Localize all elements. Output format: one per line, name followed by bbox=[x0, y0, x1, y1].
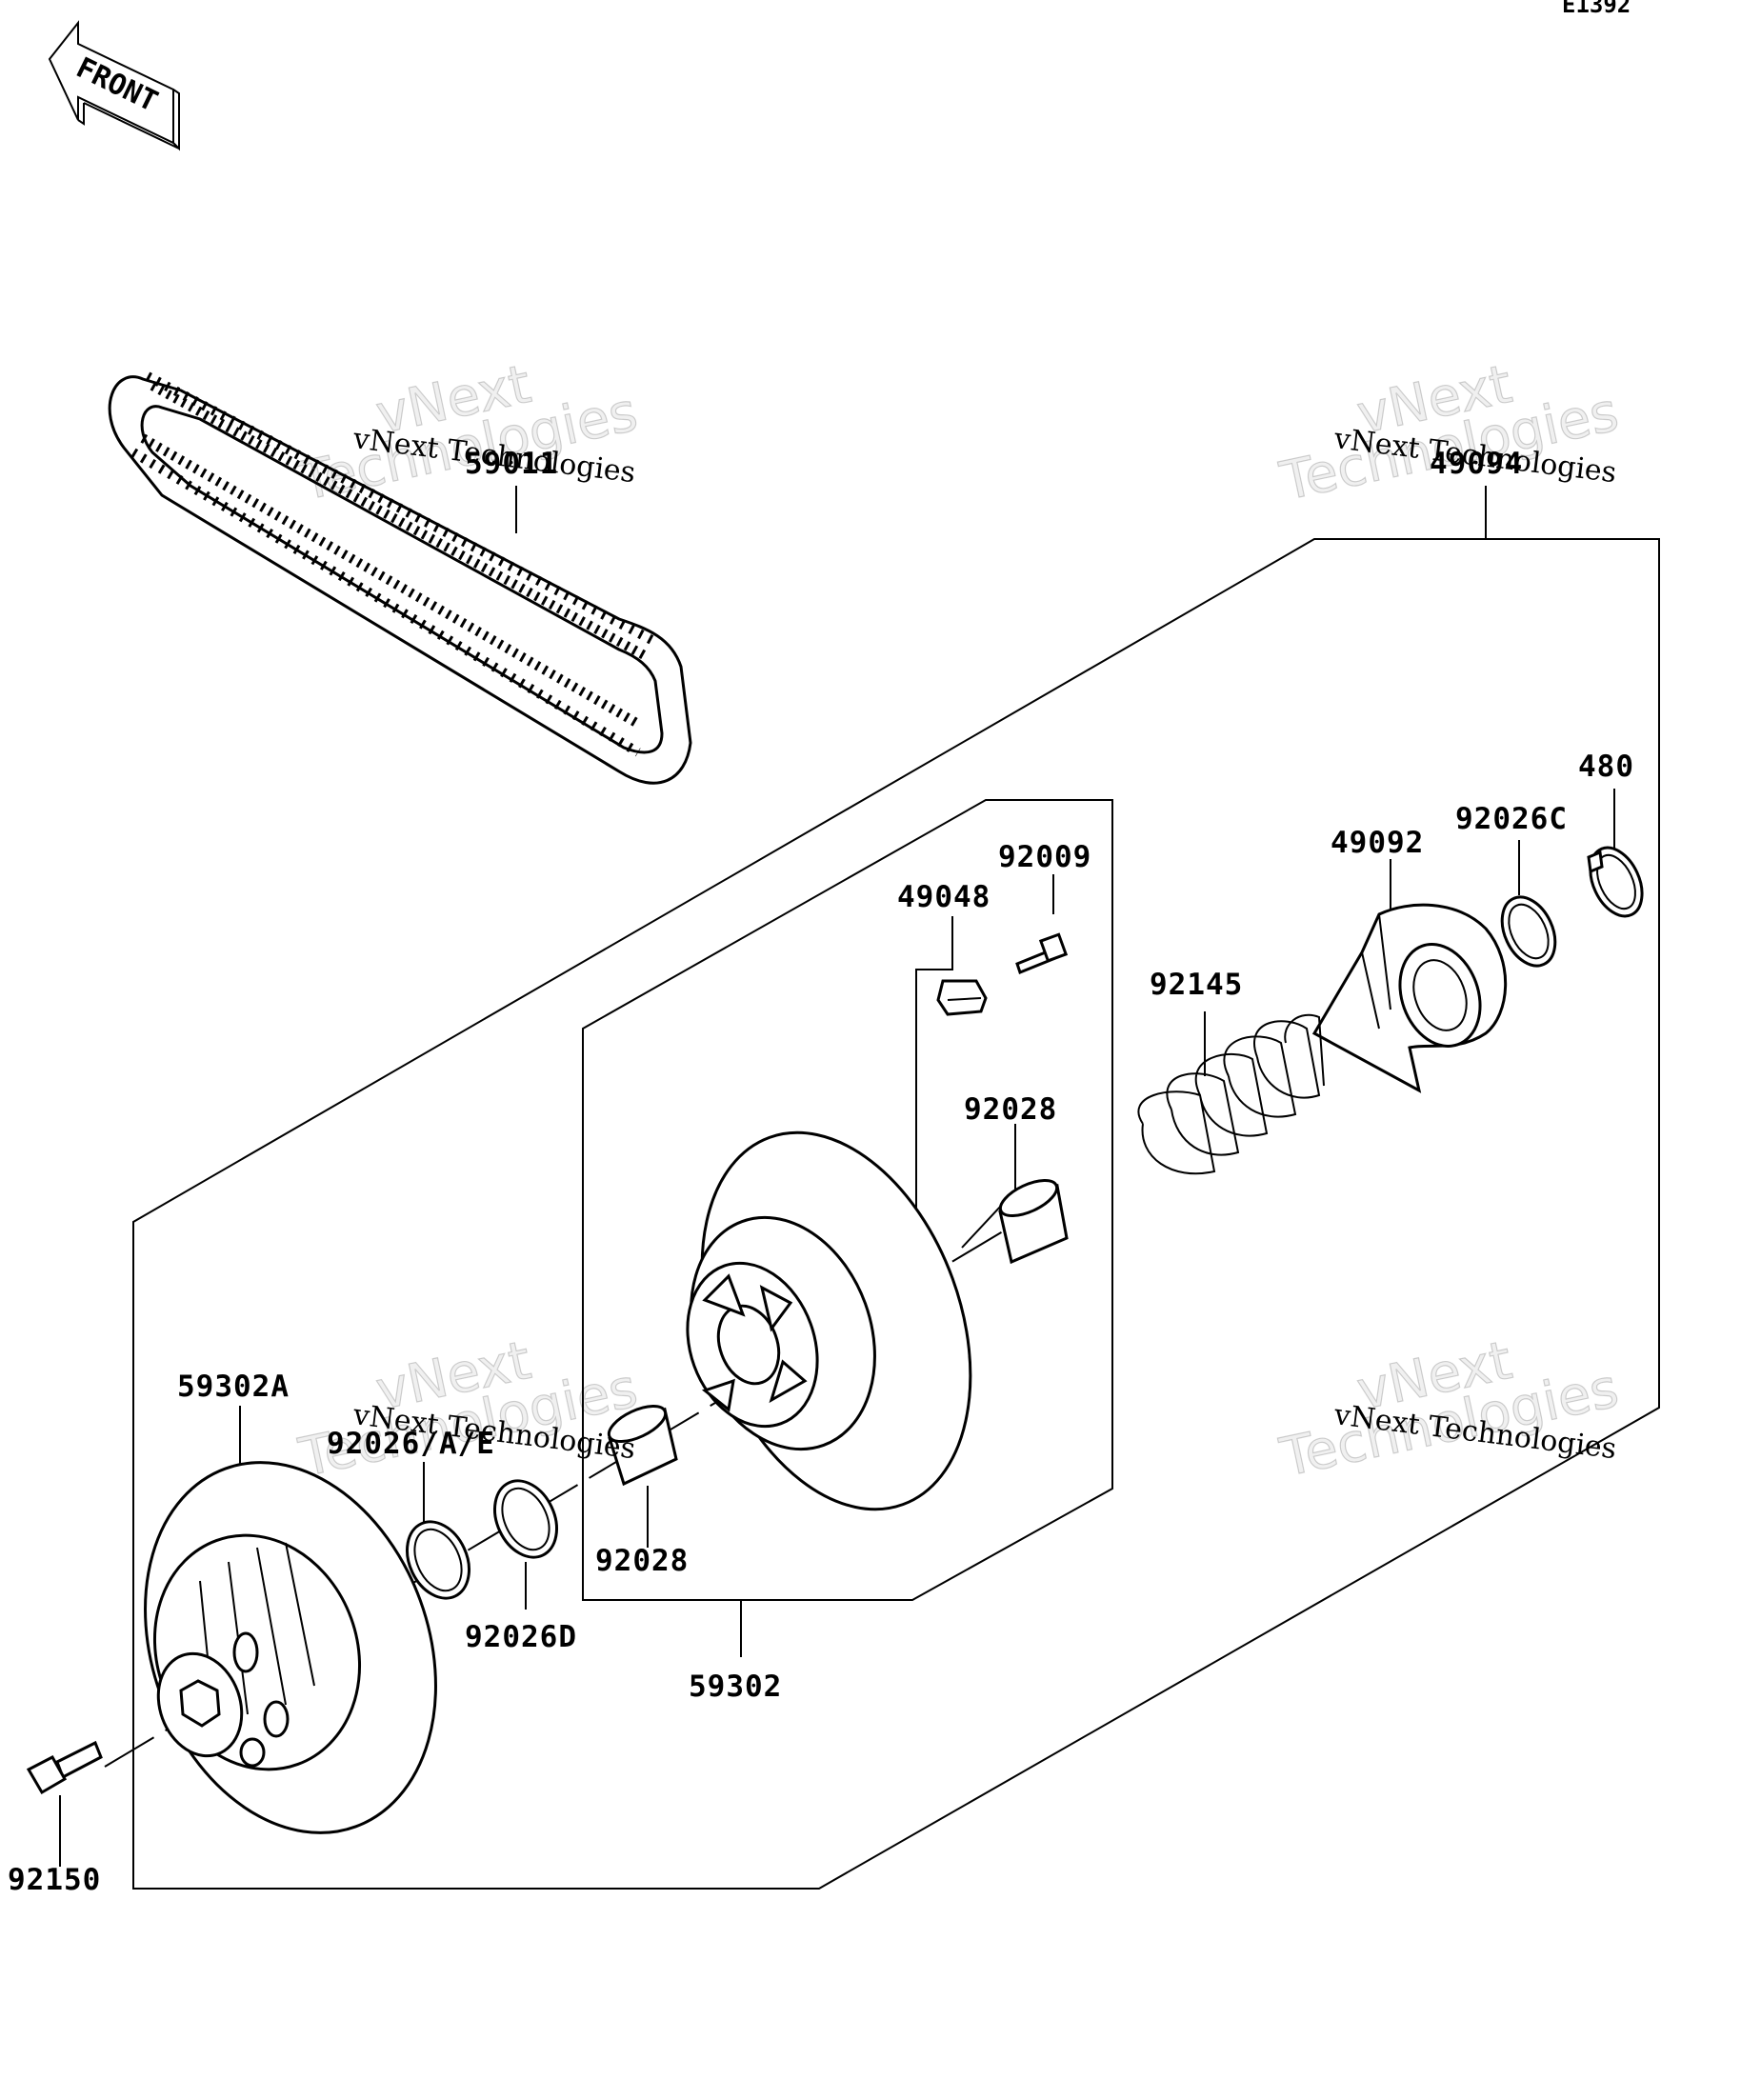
callout-49092: 49092 bbox=[1331, 826, 1424, 860]
callout-92026d: 92026D bbox=[465, 1620, 577, 1654]
callout-49094: 49094 bbox=[1430, 447, 1523, 481]
assembly-outline bbox=[132, 538, 1660, 1890]
callout-92028-lower: 92028 bbox=[595, 1544, 689, 1578]
spring-92145 bbox=[1137, 1013, 1325, 1175]
callout-480: 480 bbox=[1578, 750, 1634, 784]
washer-92026-a-e bbox=[406, 1520, 470, 1600]
callout-59302a: 59302A bbox=[177, 1370, 290, 1404]
bolt-92009 bbox=[1015, 932, 1069, 974]
callout-92009: 92009 bbox=[998, 840, 1091, 874]
flange-bolt-92150 bbox=[26, 1740, 103, 1795]
fixed-sheave-59302a bbox=[144, 1461, 437, 1834]
callout-92145: 92145 bbox=[1150, 968, 1243, 1002]
movable-sheave-outline bbox=[582, 799, 1113, 1601]
weight-49048 bbox=[936, 979, 988, 1016]
callout-59302: 59302 bbox=[689, 1670, 782, 1704]
movable-sheave-59302 bbox=[686, 1130, 972, 1511]
callout-59011: 59011 bbox=[465, 447, 558, 481]
bushing-92028-upper bbox=[998, 1178, 1069, 1265]
drive-belt bbox=[108, 371, 692, 785]
front-arrow-icon: FRONT bbox=[48, 20, 180, 151]
callout-92150: 92150 bbox=[8, 1863, 101, 1897]
callout-92028-upper: 92028 bbox=[964, 1092, 1057, 1127]
bushing-92028-lower bbox=[607, 1404, 678, 1487]
washer-92026d bbox=[493, 1479, 558, 1559]
leader-lines bbox=[59, 486, 1615, 1867]
callout-92026-a-e: 92026/A/E bbox=[327, 1427, 495, 1461]
snap-ring-480 bbox=[1587, 846, 1644, 918]
callout-49048: 49048 bbox=[897, 880, 991, 914]
washer-92026c bbox=[1500, 895, 1557, 968]
callout-labels: 59011 49094 480 92026C 49092 92009 49048… bbox=[8, 447, 1634, 1897]
callout-92026c: 92026C bbox=[1455, 802, 1568, 836]
diagram-code: E1392 bbox=[1562, 0, 1631, 18]
cam-49092 bbox=[1311, 903, 1508, 1093]
